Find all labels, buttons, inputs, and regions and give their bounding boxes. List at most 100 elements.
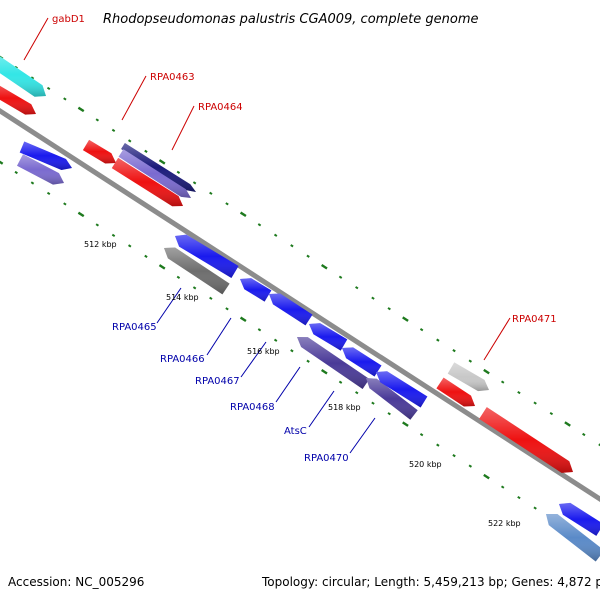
ruler-tick — [46, 191, 51, 196]
accession-text: Accession: NC_005296 — [8, 575, 144, 589]
ruler-tick — [209, 296, 213, 300]
ruler-tick — [355, 286, 359, 290]
ruler-tick — [338, 380, 343, 384]
gene-arrow-AtsC[interactable] — [297, 337, 370, 389]
ruler-tick — [46, 86, 51, 91]
leader-line-RPA0466 — [206, 317, 232, 356]
gene-arrow[interactable] — [17, 154, 64, 185]
gene-arrow[interactable] — [546, 514, 600, 562]
ruler-tick — [111, 233, 116, 238]
genes-layer — [0, 52, 600, 562]
genome-backbone — [0, 107, 600, 503]
gene-arrow[interactable] — [111, 157, 183, 207]
gene-label-RPA0464[interactable]: RPA0464 — [198, 102, 243, 113]
ruler-tick — [128, 139, 132, 143]
ruler-tick — [0, 160, 4, 165]
ruler-tick — [402, 421, 409, 427]
gene-arrow-gabD1[interactable] — [0, 52, 46, 97]
tick-label-522: 522 kbp — [488, 519, 521, 528]
ruler-tick — [239, 211, 247, 218]
ruler-tick — [111, 128, 116, 133]
gene-arrow[interactable] — [479, 407, 573, 473]
gene-arrow-RPA0471[interactable] — [447, 362, 489, 392]
ruler-tick — [419, 433, 424, 437]
gene-label-gabD1[interactable]: gabD1 — [52, 14, 85, 25]
ruler-tick — [419, 328, 424, 332]
gene-label-RPA0471[interactable]: RPA0471 — [512, 314, 557, 325]
gene-arrow-RPA0467[interactable] — [269, 293, 313, 326]
leader-line-gabD1 — [23, 17, 49, 61]
ruler-tick — [63, 202, 67, 206]
ruler-tick — [533, 506, 537, 510]
ruler-tick — [192, 286, 197, 290]
ruler-tick — [14, 170, 18, 175]
leader-line-RPA0471 — [483, 317, 511, 361]
gene-arrow-RPA0463[interactable] — [82, 139, 116, 164]
ruler-tick — [176, 170, 181, 174]
inner-dot-ring — [0, 160, 600, 552]
tick-label-516: 516 kbp — [247, 347, 280, 356]
gene-arrow-RPA0466[interactable] — [240, 278, 272, 302]
gene-arrow[interactable] — [0, 82, 36, 115]
ruler-tick — [564, 421, 571, 427]
ruler-tick — [306, 254, 310, 258]
ruler-tick — [452, 349, 456, 353]
ruler-tick — [371, 401, 375, 405]
ruler-tick — [483, 473, 490, 480]
topology-text: Topology: circular; Length: 5,459,213 bp… — [261, 575, 600, 589]
gene-arrow[interactable] — [19, 141, 72, 171]
ruler-tick — [225, 202, 229, 206]
ruler-tick — [355, 391, 359, 395]
tick-label-512: 512 kbp — [84, 240, 117, 249]
ruler-tick — [77, 106, 85, 113]
ruler-tick — [306, 359, 310, 363]
gene-label-RPA0465[interactable]: RPA0465 — [112, 322, 157, 333]
gene-arrow-RPA0465[interactable] — [175, 234, 239, 278]
map-title: Rhodopseudomonas palustris CGA009, compl… — [103, 12, 479, 27]
ruler-tick — [387, 307, 391, 311]
leader-line-RPA0463 — [121, 75, 147, 121]
gene-arrow-RPA0468[interactable] — [309, 323, 348, 351]
ruler-tick — [239, 316, 247, 323]
gene-arrow[interactable] — [118, 149, 191, 198]
outer-dot-ring — [0, 55, 600, 447]
ruler-tick — [436, 443, 440, 447]
ruler-tick — [468, 464, 472, 468]
ruler-tick — [533, 401, 537, 405]
gene-arrow[interactable] — [376, 371, 428, 408]
ruler-tick — [144, 254, 148, 258]
leader-line-RPA0468 — [275, 366, 301, 403]
gene-arrow-RPA0470[interactable] — [366, 378, 418, 420]
ruler-tick — [209, 191, 213, 195]
gene-label-RPA0467[interactable]: RPA0467 — [195, 376, 240, 387]
ruler-tick — [517, 495, 521, 500]
leader-line-RPA0467 — [240, 341, 267, 378]
ruler-tick — [158, 264, 166, 270]
ruler-tick — [582, 432, 586, 437]
ruler-tick — [402, 316, 409, 322]
ruler-tick — [517, 390, 521, 395]
ruler-tick — [128, 244, 132, 248]
ruler-tick — [500, 380, 505, 384]
ruler-tick — [598, 443, 600, 447]
gene-arrow[interactable] — [164, 247, 230, 295]
gene-label-RPA0463[interactable]: RPA0463 — [150, 72, 195, 83]
gene-label-RPA0470[interactable]: RPA0470 — [304, 453, 349, 464]
gene-arrow-RPA0464[interactable] — [121, 143, 196, 192]
ruler-tick — [273, 338, 278, 342]
gene-arrow[interactable] — [342, 347, 382, 377]
ruler-tick — [95, 223, 100, 227]
ruler-tick — [290, 244, 294, 248]
ruler-tick — [257, 223, 262, 227]
leader-line-RPA0465 — [156, 287, 182, 324]
leader-line-RPA0464 — [171, 105, 195, 151]
tick-label-520: 520 kbp — [409, 460, 442, 469]
ruler-tick — [63, 97, 67, 101]
gene-label-AtsC[interactable]: AtsC — [284, 426, 307, 437]
gene-label-RPA0466[interactable]: RPA0466 — [160, 354, 205, 365]
gene-label-RPA0468[interactable]: RPA0468 — [230, 402, 275, 413]
ruler-tick — [30, 181, 35, 185]
gene-arrow[interactable] — [559, 502, 600, 536]
gene-arrow[interactable] — [436, 377, 475, 407]
